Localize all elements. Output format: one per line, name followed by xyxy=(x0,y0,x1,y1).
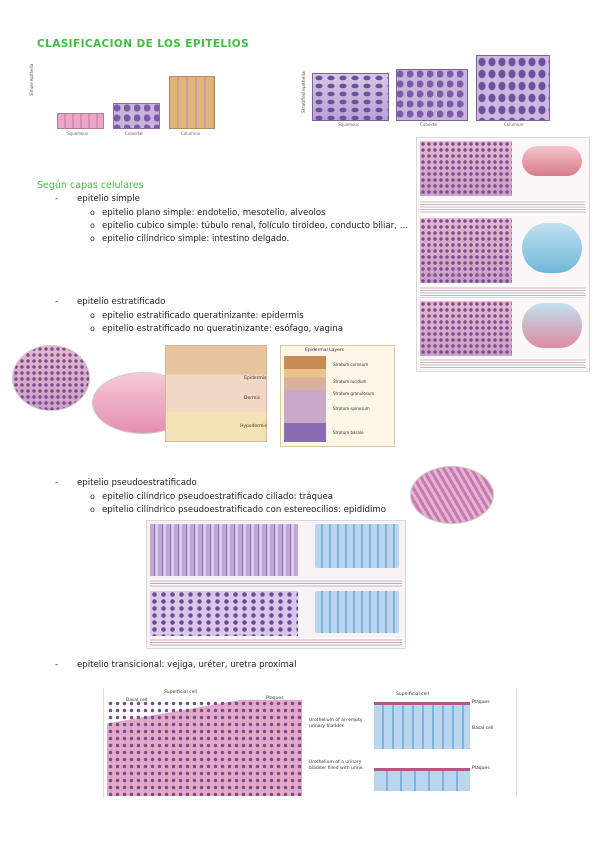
transitional-label: Superficial cell xyxy=(164,690,197,695)
heading-simple-text: epitelio simple xyxy=(77,194,140,204)
simple-epithelia-figure: Simple epithelia Squamous Cuboidal Colum… xyxy=(29,64,225,138)
stratified-epithelia-side-label: Stratified epithelia xyxy=(302,71,307,113)
stratified-epithelia-figure: Stratified epithelia Squamous Cuboidal C… xyxy=(300,55,555,135)
micrograph-transitional xyxy=(107,700,302,796)
skin-label-epidermis: Epidermis xyxy=(244,376,267,381)
diagram-cuboidal-tube xyxy=(522,223,582,273)
diagram-squamous-tube xyxy=(522,146,582,176)
transitional-label: Basal cell xyxy=(126,698,148,703)
stratified-columnar-block xyxy=(476,55,550,121)
diagram-columnar-tube xyxy=(522,303,582,348)
item-text: epitelio cilíndrico pseudoestratificado … xyxy=(102,505,387,515)
heading-simple: -epitelio simple xyxy=(55,194,140,204)
stratum-label: Stratum spinosum xyxy=(333,406,370,411)
simple-epithelia-side-label: Simple epithelia xyxy=(29,63,34,96)
text-block-3 xyxy=(420,358,585,368)
caption-strat-cuboidal: Cuboidal xyxy=(420,122,438,127)
diagram-filled-bladder xyxy=(374,768,470,791)
skin-diagram: Epidermis Dermis Hypodermis xyxy=(165,345,267,442)
section-subtitle: Según capas celulares xyxy=(37,180,144,191)
columnar-block xyxy=(169,76,215,129)
stratified-squamous-block xyxy=(312,73,389,121)
transitional-label: Superficial cell xyxy=(396,692,429,697)
caption-squamous: Squamous xyxy=(67,131,89,136)
transitional-label: Plaques xyxy=(472,700,490,705)
diagram-empty-bladder xyxy=(374,702,470,749)
skin-label-hypodermis: Hypodermis xyxy=(240,424,268,429)
transitional-label: Basal cell xyxy=(472,726,494,731)
stratum-label: Stratum corneum xyxy=(333,362,369,367)
micrograph-stereocilia xyxy=(150,591,298,636)
caption-strat-columnar: Columnar xyxy=(504,122,524,127)
transitional-label: Plaques xyxy=(472,766,490,771)
item-text: epitelio cilíndrico simple: intestino de… xyxy=(102,234,290,244)
text-block-pseudo-2 xyxy=(150,638,402,646)
pseudostratified-figure xyxy=(146,520,406,649)
page-title: CLASIFICACION DE LOS EPITELIOS xyxy=(37,38,250,50)
stratum-label: Stratum lucidum xyxy=(333,379,367,384)
micrograph-columnar xyxy=(420,301,512,356)
heading-pseudo: -epitelio pseudoestratificado xyxy=(55,478,197,488)
micrograph-squamous xyxy=(420,141,512,196)
stratum-label: Stratum granulosum xyxy=(333,391,375,396)
heading-stratified-text: epitelio estratificado xyxy=(77,297,166,307)
heading-stratified: -epitelio estratificado xyxy=(55,297,166,307)
caption-columnar: Columnar xyxy=(181,131,201,136)
squamous-block xyxy=(57,113,104,129)
micrograph-keratinized-circle xyxy=(12,345,90,411)
micrograph-ciliated xyxy=(150,524,298,576)
heading-transitional-text: epitelio transicional: vejiga, uréter, u… xyxy=(77,660,297,670)
text-block-pseudo-1 xyxy=(150,579,402,587)
skin-label-dermis: Dermis xyxy=(244,396,260,401)
epidermal-strata-drawing xyxy=(284,356,326,442)
transitional-figure: Superficial cell Basal cell Plaques Supe… xyxy=(103,688,517,798)
empty-bladder-caption: Urothelium of an empty urinary bladder. xyxy=(309,718,363,729)
text-block-1 xyxy=(420,200,585,214)
item-text: epitelio plano simple: endotelio, mesote… xyxy=(102,208,326,218)
stratified-cuboidal-block xyxy=(396,69,468,121)
item-text: epitelio cubico simple: túbulo renal, fo… xyxy=(102,221,409,231)
heading-transitional: -epitelio transicional: vejiga, uréter, … xyxy=(55,660,297,670)
cuboidal-block xyxy=(113,103,160,129)
heading-pseudo-text: epitelio pseudoestratificado xyxy=(77,478,197,488)
transitional-label: Plaques xyxy=(266,696,284,701)
diagram-ciliated xyxy=(315,524,399,568)
stratum-label: Stratum basale xyxy=(333,430,364,435)
micrograph-trachea-circle xyxy=(410,466,494,524)
epidermal-layers-diagram: Epidermal Layers Stratum corneum Stratum… xyxy=(280,345,395,447)
micrograph-cuboidal xyxy=(420,218,512,283)
diagram-stereocilia xyxy=(315,591,399,633)
filled-bladder-caption: Urothelium of a urinary bladder filled w… xyxy=(309,760,364,771)
item-text: epitelio cilíndrico pseudoestratificado … xyxy=(102,492,334,502)
simple-epithelia-histology-panel xyxy=(416,137,590,372)
item-text: epitelio estratificado queratinizante: e… xyxy=(102,311,304,321)
epidermal-header: Epidermal Layers xyxy=(305,348,345,353)
text-block-2 xyxy=(420,286,585,298)
caption-cuboidal: Cuboidal xyxy=(125,131,143,136)
item-text: epitelio estratificado no queratinizante… xyxy=(102,324,344,334)
caption-strat-squamous: Squamous xyxy=(338,122,360,127)
